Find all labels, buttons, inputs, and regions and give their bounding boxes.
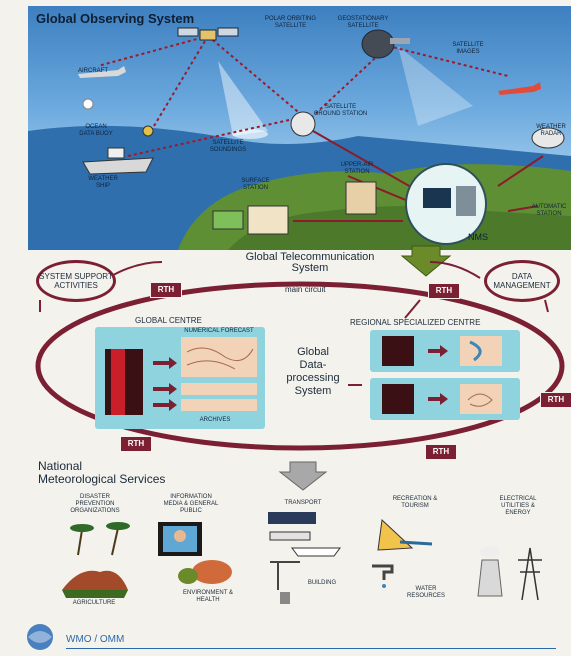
nms-title-line1: National <box>38 459 83 473</box>
service-environment-health: ENVIRONMENT & HEALTH <box>183 590 233 603</box>
label-aircraft: AIRCRAFT <box>78 68 108 74</box>
gdps-line1: Global <box>297 346 329 358</box>
label-satellite-ground-station: SATELLITE GROUND STATION <box>313 104 368 117</box>
service-recreation-tourism: RECREATION & TOURISM <box>392 496 438 509</box>
service-information-media: INFORMATION MEDIA & GENERAL PUBLIC <box>163 494 219 514</box>
label-nms: NMS <box>468 232 488 242</box>
regional-panel-top <box>370 330 520 372</box>
gts-title-line2: System <box>291 262 329 274</box>
gos-title: Global Observing System <box>36 11 195 26</box>
label-ocean-data-buoy: OCEAN DATA BUOY <box>79 124 113 137</box>
label-satellite-images: SATELLITE IMAGES <box>452 42 484 55</box>
service-water-resources: WATER RESOURCES <box>406 586 445 599</box>
service-agriculture: AGRICULTURE <box>72 600 116 606</box>
global-observing-system-panel: Global Observing System POLAR ORBITING S… <box>28 6 571 250</box>
nms-section-title: National Meteorological Services <box>38 460 165 486</box>
service-electrical-utilities: ELECTRICAL UTILITIES & ENERGY <box>499 496 537 516</box>
rth-node-top-right: RTH <box>428 283 460 299</box>
rth-node-right: RTH <box>540 392 571 408</box>
gdps-line4: System <box>294 385 332 397</box>
label-automatic-station: AUTOMATIC STATION <box>531 204 567 217</box>
gts-title: Global Telecommunication System <box>210 252 410 274</box>
rth-node-bottom-left: RTH <box>120 436 152 452</box>
wmo-emblem <box>27 624 53 650</box>
nms-title-line2: Meteorological Services <box>38 472 166 486</box>
service-building: BUILDING <box>307 580 337 586</box>
label-upper-air-station: UPPER-AIR STATION <box>340 162 374 175</box>
service-transport: TRANSPORT <box>284 500 322 506</box>
global-centre-graphics <box>105 337 257 415</box>
gdps-line2: Data- <box>299 359 327 371</box>
gdps-line3: processing <box>286 372 340 384</box>
archives-label: ARCHIVES <box>199 417 231 423</box>
rth-node-top-left: RTH <box>150 282 182 298</box>
label-polar-satellite: POLAR ORBITING SATELLITE <box>264 16 316 29</box>
regional-top-graphics <box>382 336 502 366</box>
rth-node-bottom-right: RTH <box>425 444 457 460</box>
label-satellite-soundings: SATELLITE SOUNDINGS <box>209 140 247 153</box>
data-management: DATA MANAGEMENT <box>484 260 560 302</box>
global-centre-panel: NUMERICAL FORECAST ARCHIVES <box>95 327 265 429</box>
data-management-label: DATA MANAGEMENT <box>493 272 551 290</box>
system-support-activities: SYSTEM SUPPORT ACTIVITIES <box>36 260 116 302</box>
label-geostationary-satellite: GEOSTATIONARY SATELLITE <box>337 16 389 29</box>
regional-panel-bottom <box>370 378 520 420</box>
system-support-label: SYSTEM SUPPORT ACTIVITIES <box>39 272 113 290</box>
service-disaster-prevention: DISASTER PREVENTION ORGANIZATIONS <box>70 494 120 514</box>
label-weather-radar: WEATHER RADAR <box>536 124 566 137</box>
gdps-center-label: Global Data- processing System <box>278 346 348 398</box>
observing-scene <box>28 27 571 250</box>
global-centre-title: GLOBAL CENTRE <box>135 316 202 325</box>
footer: WMO / OMM <box>0 616 571 656</box>
footer-rule <box>66 648 556 649</box>
regional-centre-title: REGIONAL SPECIALIZED CENTRE <box>350 318 481 327</box>
label-weather-ship: WEATHER SHIP <box>88 176 118 189</box>
main-circuit-label: main circuit <box>285 285 326 294</box>
regional-bottom-graphics <box>382 384 502 414</box>
footer-org-label: WMO / OMM <box>66 634 125 645</box>
numerical-forecast-label: NUMERICAL FORECAST <box>184 328 254 334</box>
label-surface-station: SURFACE STATION <box>241 178 270 191</box>
gts-title-line1: Global Telecommunication <box>245 251 375 263</box>
